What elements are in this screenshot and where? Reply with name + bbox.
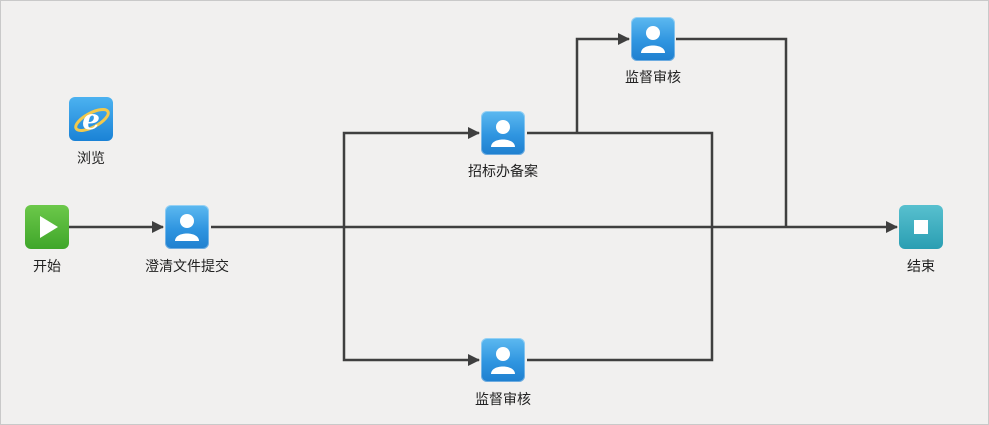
supervise-bottom-node[interactable] <box>481 338 525 382</box>
edge-record-to-supervise-top <box>575 33 630 133</box>
supervise-top-node[interactable] <box>631 17 675 61</box>
end-label: 结束 <box>907 259 935 275</box>
browse-label: 浏览 <box>77 151 105 167</box>
edge-branch-to-supervise-bottom <box>342 227 480 366</box>
browser-icon[interactable]: e <box>69 97 113 141</box>
edge-supervise-bottom-merge <box>527 227 714 362</box>
play-icon <box>40 216 58 238</box>
clarify-label: 澄清文件提交 <box>145 259 229 275</box>
start-node[interactable] <box>25 205 69 249</box>
edge-branch-to-record <box>342 127 480 227</box>
supervise-top-label: 监督审核 <box>625 70 681 86</box>
user-icon <box>641 26 665 53</box>
user-icon <box>491 120 515 147</box>
record-node[interactable] <box>481 111 525 155</box>
user-icon <box>175 214 199 241</box>
edge-record-merge <box>527 131 714 227</box>
record-label: 招标办备案 <box>468 164 538 180</box>
edge-supervise-top-merge <box>676 37 788 227</box>
clarify-node[interactable] <box>165 205 209 249</box>
user-icon <box>491 347 515 374</box>
supervise-bottom-label: 监督审核 <box>475 392 531 408</box>
stop-icon <box>914 220 928 234</box>
svg-text:e: e <box>82 103 100 136</box>
start-label: 开始 <box>33 259 61 275</box>
end-node[interactable] <box>899 205 943 249</box>
